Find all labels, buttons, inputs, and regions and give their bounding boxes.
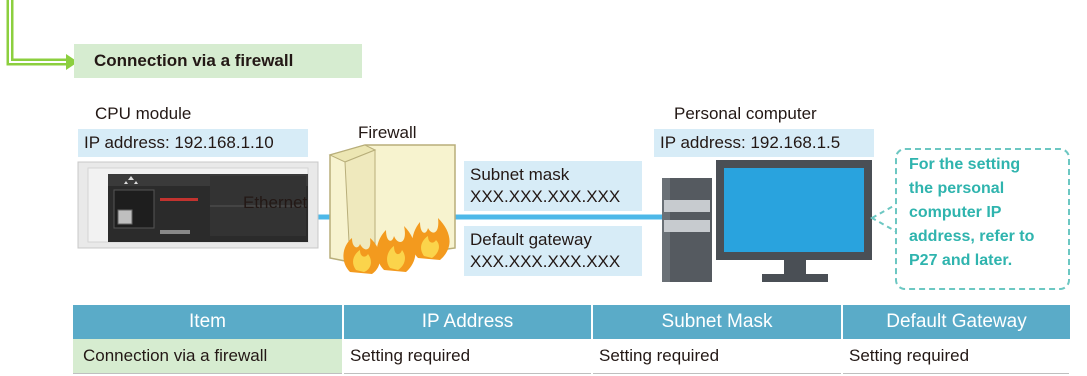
callout-line: the personal <box>909 180 1005 197</box>
ethernet-label: Ethernet <box>243 193 308 212</box>
personal-computer-label: Personal computer <box>674 104 817 123</box>
header-subnet-mask: Subnet Mask <box>592 305 843 339</box>
cpu-ip-address: IP address: 192.168.1.10 <box>78 129 308 157</box>
default-gateway-label: Default gateway <box>470 230 592 249</box>
cell-ip-address: Setting required <box>343 339 593 374</box>
cell-subnet-mask: Setting required <box>592 339 843 374</box>
default-gateway-value: XXX.XXX.XXX.XXX <box>470 252 621 271</box>
cpu-module-label: CPU module <box>95 104 192 123</box>
callout-note: For the setting the personal computer IP… <box>895 148 1070 290</box>
fire-icon <box>376 226 416 272</box>
subnet-mask-label: Subnet mask <box>470 165 570 184</box>
fire-icon <box>343 238 381 274</box>
header-item: Item <box>73 305 344 339</box>
header-ip-address: IP Address <box>343 305 593 339</box>
subnet-mask-box: Subnet mask XXX.XXX.XXX.XXX <box>464 161 642 211</box>
cell-default-gateway: Setting required <box>842 339 1071 374</box>
cpu-module-icon <box>77 161 319 249</box>
pc-ip-address: IP address: 192.168.1.5 <box>654 129 874 157</box>
computer-tower-icon <box>662 178 712 282</box>
section-title: Connection via a firewall <box>74 44 362 78</box>
callout-line: P27 and later. <box>909 252 1013 269</box>
default-gateway-box: Default gateway XXX.XXX.XXX.XXX <box>464 226 642 276</box>
callout-pointer <box>869 202 898 234</box>
callout-line: For the setting <box>909 156 1021 173</box>
table-header-row: Item IP Address Subnet Mask Default Gate… <box>73 305 1070 339</box>
subnet-mask-value: XXX.XXX.XXX.XXX <box>470 187 621 206</box>
firewall-label: Firewall <box>358 123 417 142</box>
header-default-gateway: Default Gateway <box>842 305 1070 339</box>
cell-item: Connection via a firewall <box>73 339 344 374</box>
fire-icon <box>412 218 450 260</box>
table-row: Connection via a firewall Setting requir… <box>73 339 1071 374</box>
connector-arrow-icon <box>6 0 78 70</box>
monitor-icon <box>716 160 872 282</box>
callout-line: computer IP <box>909 204 1002 221</box>
callout-line: address, refer to <box>909 228 1035 245</box>
settings-table: Item IP Address Subnet Mask Default Gate… <box>73 305 1071 374</box>
